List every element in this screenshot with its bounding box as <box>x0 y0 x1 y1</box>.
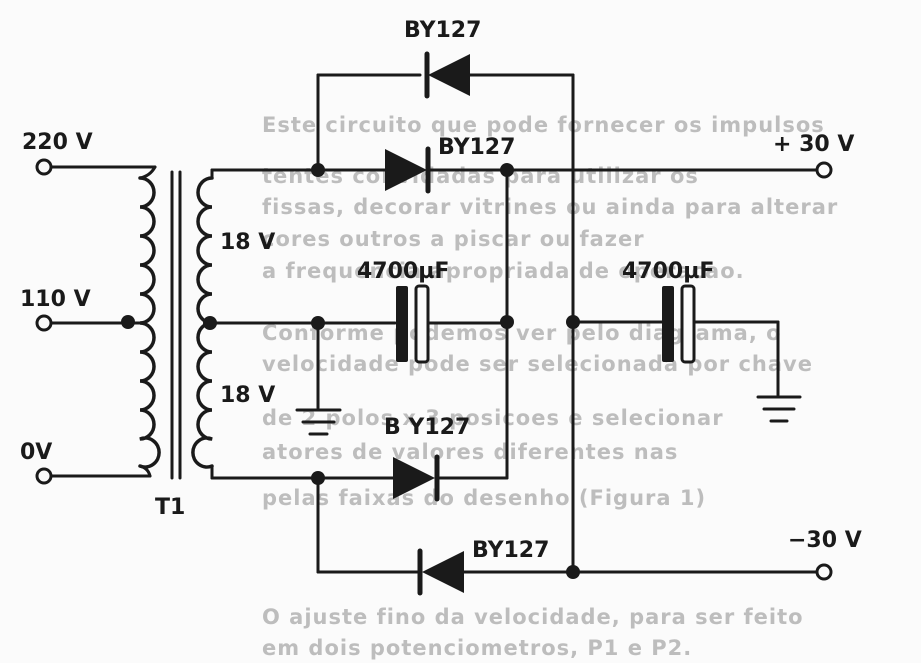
transformer-label: T1 <box>155 495 185 520</box>
input-label-0v: 0V <box>20 440 52 465</box>
transformer-t1 <box>138 168 214 480</box>
terminal-negative-output <box>815 563 833 581</box>
junction-dot <box>121 315 135 329</box>
junctions <box>203 163 580 579</box>
terminal-0v <box>35 467 53 485</box>
primary-winding <box>138 176 161 469</box>
junction-dot <box>500 163 514 177</box>
input-label-220v: 220 V <box>22 130 93 155</box>
input-terminals <box>35 158 157 485</box>
circuit-wiring <box>208 73 820 574</box>
diode-label-top: BY127 <box>404 18 481 43</box>
capacitor-label-left: 4700µF <box>357 259 449 284</box>
junction-dot <box>311 471 325 485</box>
ghost-line: em dois potenciometros, P1 e P2. <box>262 636 692 660</box>
ghost-line: atores de valores diferentes nas <box>262 440 678 464</box>
junction-dot <box>500 315 514 329</box>
output-label-positive: + 30 V <box>773 132 854 157</box>
junction-dot <box>311 163 325 177</box>
ground-symbol-left <box>295 408 342 436</box>
diode-label-upper: BY127 <box>438 135 515 160</box>
ghost-line: Este circuito que pode fornecer os impul… <box>262 113 825 137</box>
diode-bottom <box>417 548 464 596</box>
capacitor-right <box>662 284 696 364</box>
winding-label-lower: 18 V <box>220 383 275 408</box>
ghost-line: Conforme podemos ver pelo diagrama, o <box>262 321 782 345</box>
ghost-line: velocidade pode ser selecionada por chav… <box>262 352 813 376</box>
winding-label-upper: 18 V <box>220 230 275 255</box>
background-text: Este circuito que pode fornecer os impul… <box>262 113 838 660</box>
ghost-line: fissas, decorar vitrines ou ainda para a… <box>262 195 838 219</box>
diode-top <box>424 51 482 99</box>
terminal-110v <box>35 314 53 332</box>
capacitor-label-right: 4700µF <box>622 259 714 284</box>
diode-lower <box>393 454 440 502</box>
diode-label-bottom: BY127 <box>472 538 549 563</box>
input-label-110v: 110 V <box>20 287 91 312</box>
ground-symbol-right <box>756 395 802 423</box>
ghost-line: a frequencia apropriada de operacao. <box>262 259 745 283</box>
ghost-line: O ajuste fino da velocidade, para ser fe… <box>262 605 804 629</box>
terminal-220v <box>35 158 53 176</box>
diode-label-lower: B Y127 <box>384 415 470 440</box>
junction-dot <box>311 316 325 330</box>
ghost-line: cores outros a piscar ou fazer <box>262 227 645 251</box>
junction-dot <box>566 565 580 579</box>
capacitor-left <box>396 284 430 364</box>
output-label-negative: −30 V <box>788 528 862 553</box>
diode-upper <box>385 146 431 194</box>
junction-dot <box>203 316 217 330</box>
junction-dot <box>566 315 580 329</box>
ghost-line: pelas faixas do desenho (Figura 1) <box>262 486 706 510</box>
terminal-positive-output <box>815 161 833 179</box>
ghost-line: tentes convidadas para utilizar os <box>262 164 699 188</box>
